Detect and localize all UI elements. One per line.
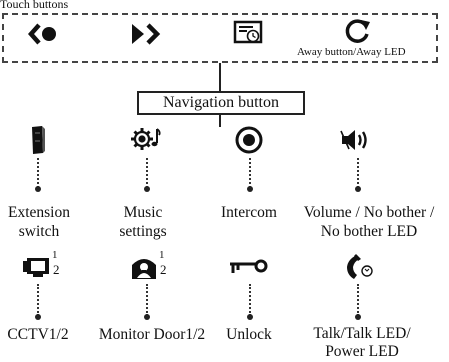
caption-unlock: Unlock	[218, 325, 280, 344]
row2-connector-1	[37, 284, 39, 316]
row1-connector-3	[249, 158, 251, 188]
extension-switch-icon	[32, 126, 45, 154]
row2-dot-3	[247, 314, 253, 320]
row1-connector-1	[37, 158, 39, 188]
caption-extension-switch: Extension switch	[0, 203, 80, 241]
row1-dot-1	[35, 186, 41, 192]
row1-connector-2	[146, 158, 148, 188]
row1-connector-4	[357, 158, 359, 188]
talk-icon	[347, 254, 373, 279]
caption-volume: Volume / No bother / No bother LED	[289, 203, 449, 241]
nav-connector	[219, 115, 221, 127]
refresh-icon[interactable]	[342, 16, 372, 46]
caption-line: Power LED	[325, 343, 399, 360]
caption-line: settings	[119, 223, 167, 240]
caption-line: Intercom	[221, 204, 277, 221]
caption-monitor-door: Monitor Door1/2	[90, 325, 214, 344]
row1-dot-2	[144, 186, 150, 192]
row2-dot-2	[144, 314, 150, 320]
caption-line: switch	[18, 223, 60, 240]
unlock-icon	[230, 259, 268, 273]
caption-line: Extension	[8, 204, 70, 221]
caption-line: Music	[123, 204, 163, 221]
intercom-icon	[235, 126, 263, 154]
away-button-label: Away button/Away LED	[297, 46, 406, 58]
row2-connector-3	[249, 284, 251, 316]
door-subscript-2: 2	[160, 262, 167, 277]
volume-icon	[340, 130, 367, 150]
bar-connector	[219, 63, 221, 91]
monitor-door-icon	[132, 259, 156, 279]
cctv-icon	[23, 258, 49, 277]
caption-line: Unlock	[226, 326, 272, 343]
cctv-subscript-2: 2	[53, 262, 60, 277]
door-superscript-1: 1	[159, 249, 165, 261]
caption-line: Volume / No bother /	[303, 204, 435, 221]
caption-intercom: Intercom	[205, 203, 293, 222]
music-settings-icon	[131, 128, 161, 150]
row2-dot-4	[355, 314, 361, 320]
caption-line: Talk/Talk LED/	[313, 325, 411, 342]
row2-connector-2	[146, 284, 148, 316]
row2-dot-1	[35, 314, 41, 320]
row2-connector-4	[357, 284, 359, 316]
row1-dot-3	[247, 186, 253, 192]
right-arrow-icon[interactable]	[130, 22, 162, 46]
left-arrow-dot-icon[interactable]	[28, 22, 58, 46]
cctv-superscript-1: 1	[52, 249, 58, 261]
caption-line: No bother LED	[320, 223, 418, 240]
caption-cctv: CCTV1/2	[0, 325, 76, 344]
caption-talk: Talk/Talk LED/ Power LED	[300, 325, 424, 361]
navigation-button-label: Navigation button	[137, 91, 305, 115]
caption-line: Monitor Door1/2	[98, 326, 206, 343]
touch-buttons-title: Touch buttons	[0, 0, 69, 11]
caption-line: CCTV1/2	[7, 326, 69, 343]
screen-clock-icon[interactable]	[233, 20, 265, 46]
touch-button-bar	[2, 13, 438, 63]
row1-dot-4	[355, 186, 361, 192]
caption-music-settings: Music settings	[100, 203, 186, 241]
